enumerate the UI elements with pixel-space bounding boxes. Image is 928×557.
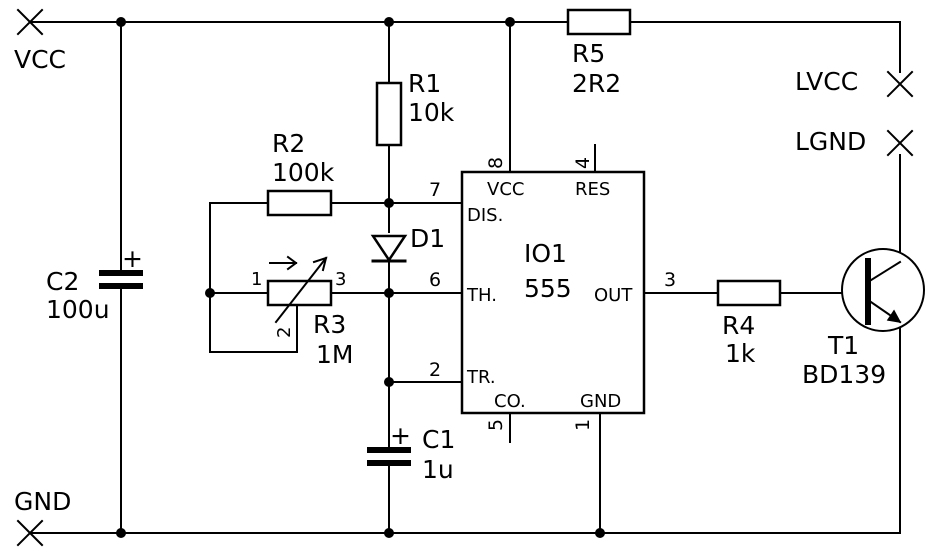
pin-8-number: 8 xyxy=(485,157,507,169)
transistor-t1: T1 BD139 xyxy=(802,248,925,389)
resistor-r4: R4 1k xyxy=(716,279,782,368)
r2-value: 100k xyxy=(272,158,335,187)
resistor-r1: R1 10k xyxy=(375,69,455,147)
pin-out-label: OUT xyxy=(594,285,633,306)
r5-ref: R5 xyxy=(572,39,605,68)
diode-d1: D1 xyxy=(370,224,445,263)
pin-dis-label: DIS. xyxy=(467,205,503,226)
pin-co-label: CO. xyxy=(494,391,526,412)
r3-value: 1M xyxy=(316,340,353,369)
r3-ref: R3 xyxy=(313,310,346,339)
capacitor-c2: + C2 100u xyxy=(46,244,143,324)
pin-res-label: RES xyxy=(575,179,610,200)
pin-gnd-label: GND xyxy=(580,391,621,412)
junctions xyxy=(116,17,605,538)
vcc-label: VCC xyxy=(14,45,66,74)
r2-ref: R2 xyxy=(272,129,305,158)
ic-io1-555: IO1 555 VCC RES DIS. TH. TR. OUT CO. GND… xyxy=(429,157,676,431)
r1-value: 10k xyxy=(408,98,455,127)
c2-ref: C2 xyxy=(46,267,79,296)
c1-polarity: + xyxy=(390,421,411,450)
gnd-terminal: GND xyxy=(14,487,71,547)
c1-value: 1u xyxy=(422,455,454,484)
lgnd-label: LGND xyxy=(795,127,866,156)
io1-value: 555 xyxy=(524,274,572,303)
c2-value: 100u xyxy=(46,295,110,324)
pin-5-number: 5 xyxy=(485,419,507,431)
pin-1-number: 1 xyxy=(572,419,594,431)
c1-ref: C1 xyxy=(422,425,455,454)
r1-ref: R1 xyxy=(408,69,441,98)
resistor-r2: R2 100k xyxy=(266,129,335,217)
c2-polarity: + xyxy=(122,244,143,273)
r3-pin3: 3 xyxy=(335,269,346,290)
lvcc-label: LVCC xyxy=(795,67,858,96)
r4-value: 1k xyxy=(725,339,756,368)
wires xyxy=(29,21,901,534)
resistor-r5: R5 2R2 xyxy=(566,8,632,98)
potentiometer-r3: 1 3 2 R3 1M xyxy=(251,255,353,369)
r3-pin2: 2 xyxy=(274,327,295,338)
t1-value: BD139 xyxy=(802,360,886,389)
pin-4-number: 4 xyxy=(572,157,594,169)
r3-pin1: 1 xyxy=(251,269,262,290)
pin-7-number: 7 xyxy=(429,179,441,201)
pin-th-label: TH. xyxy=(466,285,497,306)
lgnd-terminal: LGND xyxy=(795,127,914,157)
r5-value: 2R2 xyxy=(572,69,621,98)
pin-2-number: 2 xyxy=(429,359,441,381)
capacitor-c1: + C1 1u xyxy=(367,421,455,484)
io1-ref: IO1 xyxy=(524,239,567,268)
r4-ref: R4 xyxy=(722,311,755,340)
lvcc-terminal: LVCC xyxy=(795,67,914,98)
vcc-terminal: VCC xyxy=(14,8,66,74)
pin-3-number: 3 xyxy=(664,269,676,291)
pin-vcc-label: VCC xyxy=(487,179,524,200)
pin-6-number: 6 xyxy=(429,269,441,291)
pin-tr-label: TR. xyxy=(466,367,496,388)
gnd-label: GND xyxy=(14,487,71,516)
t1-ref: T1 xyxy=(827,331,859,360)
d1-ref: D1 xyxy=(410,224,445,253)
